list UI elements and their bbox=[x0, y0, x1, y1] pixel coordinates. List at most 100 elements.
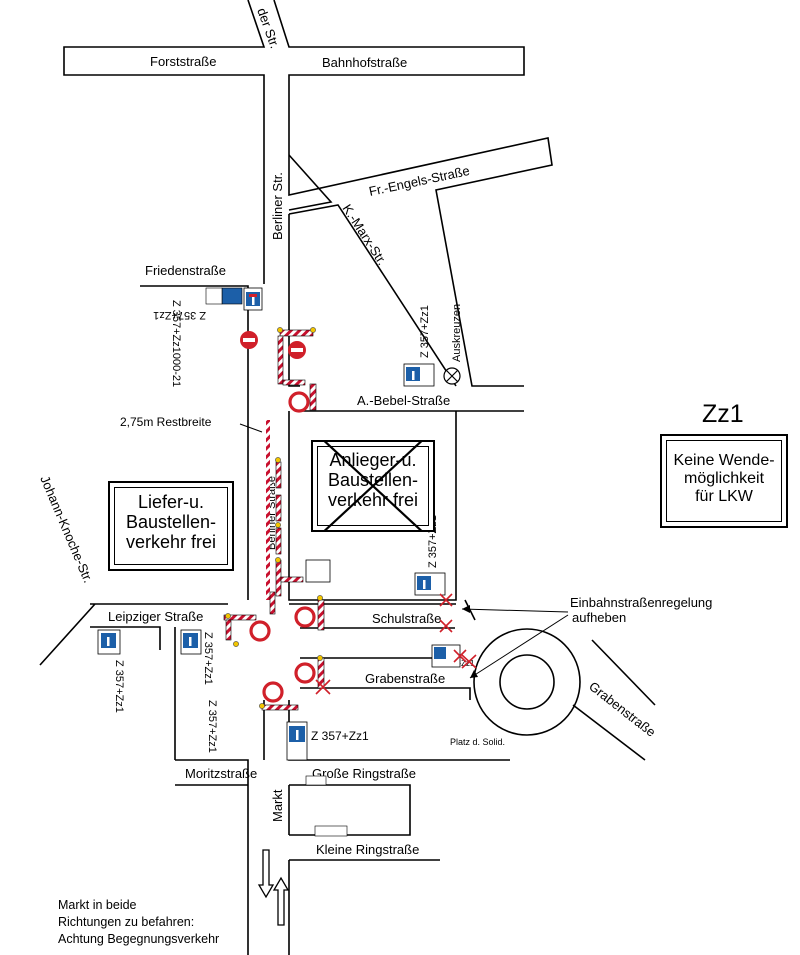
label-markt: Markt bbox=[270, 789, 285, 822]
warning-lamp bbox=[275, 522, 281, 528]
removal-crosses bbox=[315, 593, 477, 695]
markt-direction-arrows bbox=[257, 849, 290, 926]
annot-auskreuzen: Auskreuzen bbox=[451, 304, 463, 362]
zz1-line1: Keine Wende- bbox=[673, 452, 775, 469]
warning-lamps bbox=[225, 327, 323, 709]
warning-lamp bbox=[259, 703, 265, 709]
leader-einbahn-1 bbox=[461, 608, 569, 613]
dead-end-sign bbox=[286, 721, 308, 761]
annot-z357-zz1-f: Z 357+Zz1 bbox=[202, 632, 214, 685]
note-line1: Markt in beide bbox=[58, 898, 137, 912]
annot-z357-zz1000: Z 357+Zz1000-21 bbox=[170, 300, 182, 387]
prohibition-sign bbox=[288, 391, 310, 413]
cross-mark bbox=[439, 593, 453, 607]
anlieger-strike-icon bbox=[323, 442, 423, 530]
leader-arrowheads bbox=[462, 605, 478, 678]
barrier bbox=[277, 335, 284, 385]
note-line3: Achtung Begegnungsverkehr bbox=[58, 932, 220, 946]
label-leipziger: Leipziger Straße bbox=[108, 609, 203, 624]
liefer-sign: Liefer-u. Baustellen- verkehr frei bbox=[108, 481, 234, 571]
zz1-line2: möglichkeit bbox=[683, 469, 765, 487]
street-edge-bahnhof bbox=[273, 0, 553, 387]
dead-end-sign bbox=[205, 287, 243, 305]
prohibition-sign bbox=[262, 681, 284, 703]
leader-lines bbox=[239, 423, 569, 679]
annot-z357-zz1-e: Z 357+Zz1 bbox=[113, 660, 125, 713]
label-johann-knoche: Johann-Knoche-Str. bbox=[37, 473, 96, 585]
label-friedenstrasse: Friedenstraße bbox=[145, 263, 226, 278]
annot-einbahn-line2: aufheben bbox=[572, 610, 626, 625]
barrier bbox=[280, 576, 304, 583]
warning-lamp bbox=[317, 595, 323, 601]
street-edge-forst bbox=[63, 0, 266, 240]
liefer-line1: Liefer-u. bbox=[137, 492, 205, 512]
label-kleine-ringstrasse: Kleine Ringstraße bbox=[316, 842, 419, 857]
warning-lamp bbox=[310, 327, 316, 333]
annot-z357-zz1-h: Z 357+Zz1 bbox=[311, 729, 369, 743]
cross-mark bbox=[315, 679, 331, 695]
label-bahnhofstrasse: Bahnhofstraße bbox=[322, 55, 407, 70]
zz1-sign: Keine Wende- möglichkeit für LKW bbox=[660, 434, 788, 528]
anlieger-line2: Baustellen- bbox=[327, 470, 419, 491]
label-grabenstrasse-round: Grabenstraße bbox=[586, 679, 658, 740]
street-edge-block bbox=[288, 411, 457, 601]
annot-z357-zz1-a: Z 357+Zz1 bbox=[153, 309, 206, 321]
annot-restbreite: 2,75m Restbreite bbox=[120, 415, 212, 429]
info-sign bbox=[305, 559, 331, 583]
street-edge-kmarx bbox=[288, 154, 457, 387]
dead-end-signs bbox=[97, 287, 461, 837]
dead-end-sign bbox=[414, 572, 446, 596]
roundabout-arms bbox=[464, 599, 656, 761]
note-line2: Richtungen zu befahren: bbox=[58, 915, 195, 929]
roundabout-inner bbox=[499, 654, 555, 710]
cross-mark bbox=[461, 654, 477, 669]
label-forststrasse: Forststraße bbox=[150, 54, 216, 69]
prohibition-signs bbox=[249, 391, 316, 703]
warning-lamp bbox=[277, 327, 283, 333]
leader-restbreite bbox=[239, 423, 263, 433]
annot-z357-zz1-g: Z 357+Zz1 bbox=[206, 700, 218, 753]
warning-lamp bbox=[275, 457, 281, 463]
info-sign bbox=[305, 775, 327, 786]
barrier bbox=[223, 614, 257, 621]
warning-lamp bbox=[225, 613, 231, 619]
label-grosse-ringstrasse: Große Ringstraße bbox=[312, 766, 416, 781]
label-berliner: Berliner Str. bbox=[270, 172, 285, 240]
barrier bbox=[309, 383, 317, 411]
street-edge-berliner-e bbox=[288, 214, 300, 387]
no-entry-sign bbox=[240, 331, 258, 349]
label-moritzstrasse: Moritzstraße bbox=[185, 766, 257, 781]
no-entry-signs bbox=[240, 331, 306, 359]
barrier bbox=[282, 379, 306, 386]
liefer-line2: Baustellen- bbox=[125, 512, 217, 533]
street-edge-schul bbox=[289, 603, 471, 700]
barrier bbox=[275, 461, 282, 489]
arrowhead-1 bbox=[462, 605, 470, 613]
annot-z357-zz1-b: Z 357+Zz1 bbox=[419, 305, 431, 358]
street-edge-frieden bbox=[140, 285, 249, 600]
cross-mark bbox=[453, 649, 467, 663]
warning-lamp bbox=[275, 557, 281, 563]
barrier bbox=[269, 591, 276, 615]
barrier bbox=[317, 599, 325, 631]
barrier bbox=[275, 527, 282, 555]
info-sign bbox=[314, 825, 348, 837]
label-schulstrasse: Schulstraße bbox=[372, 611, 441, 626]
dead-end-sign bbox=[431, 644, 461, 668]
street-edge-leipziger bbox=[39, 603, 228, 760]
barrier bbox=[279, 329, 314, 337]
no-entry-sign bbox=[288, 341, 306, 359]
barriers bbox=[223, 329, 325, 711]
prohibition-sign bbox=[249, 620, 271, 642]
label-grabenstrasse: Grabenstraße bbox=[365, 671, 445, 686]
annot-einbahn-line1: Einbahnstraßenregelung bbox=[570, 595, 712, 610]
auskreuzen-symbol bbox=[443, 367, 461, 385]
label-fr-engels: Fr.-Engels-Straße bbox=[368, 163, 471, 199]
zz1-line3: für LKW bbox=[695, 487, 753, 505]
arrowhead-2 bbox=[470, 670, 478, 678]
arrow-up bbox=[272, 876, 290, 926]
cross-mark bbox=[439, 619, 453, 633]
liefer-line3: verkehr frei bbox=[125, 532, 217, 553]
